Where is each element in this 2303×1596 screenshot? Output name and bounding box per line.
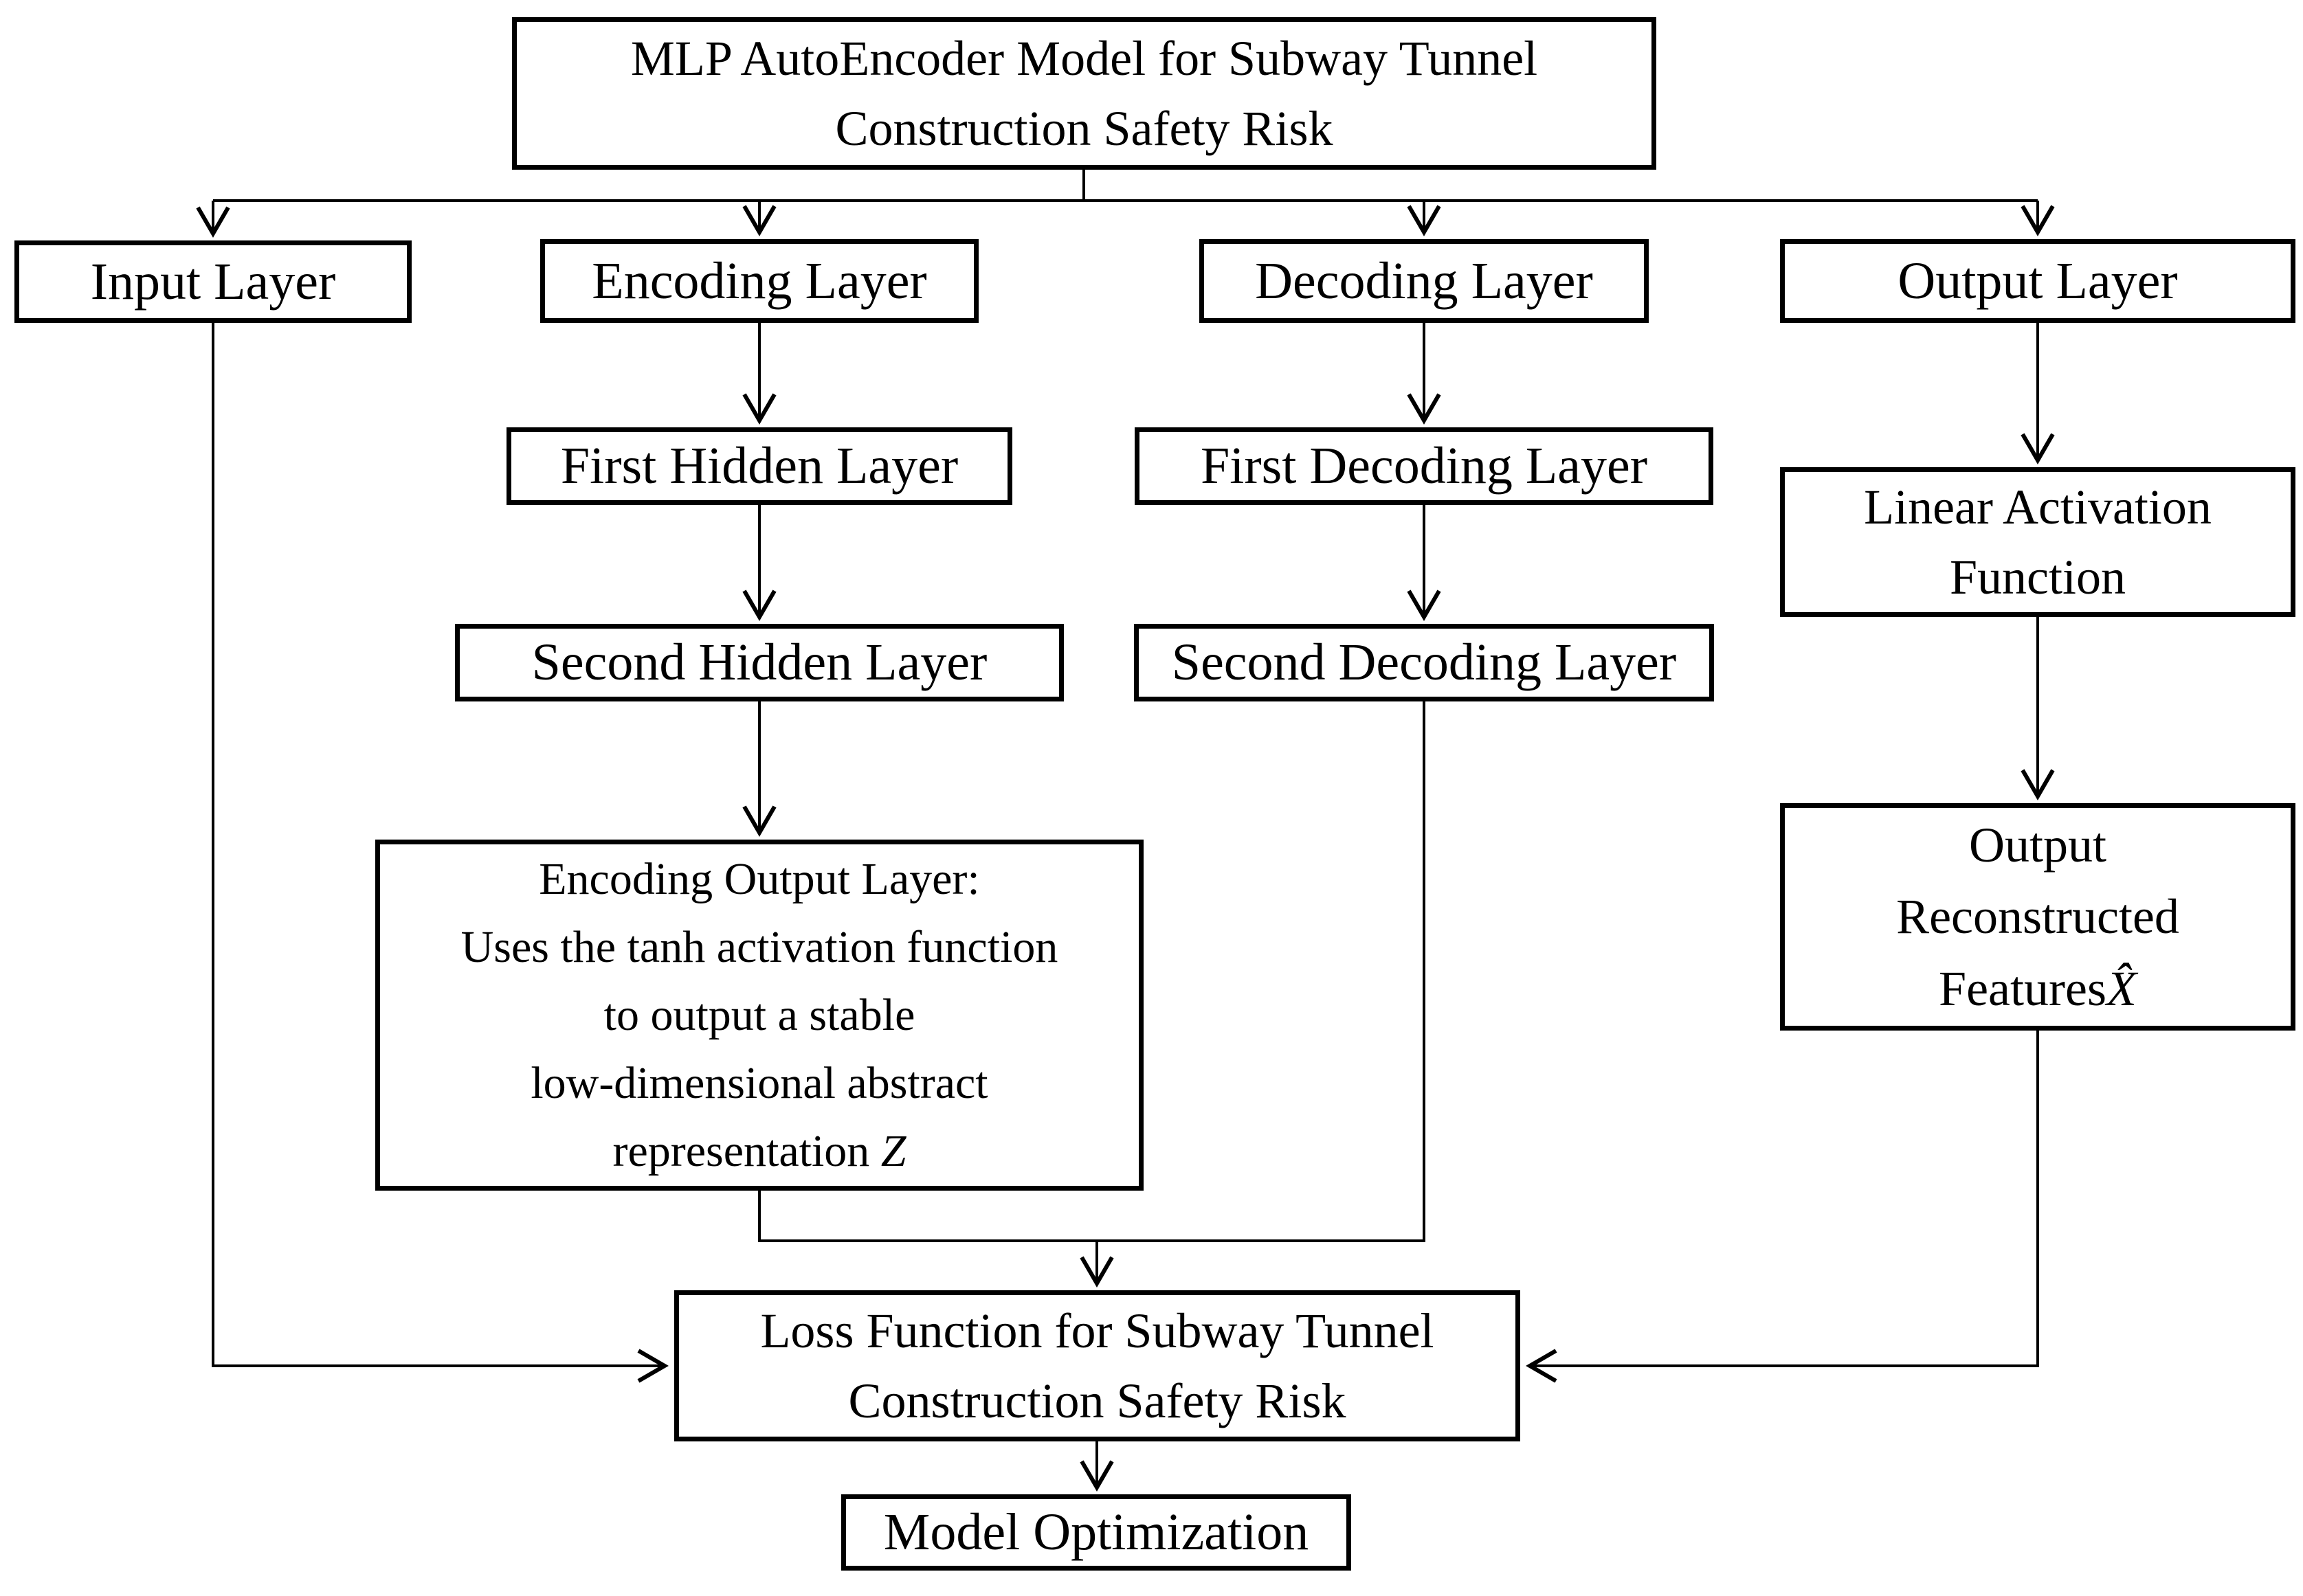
title-line: Construction Safety Risk	[835, 101, 1333, 156]
node-label: First Hidden Layer	[560, 437, 959, 495]
title-line: MLP AutoEncoder Model for Subway Tunnel	[630, 30, 1538, 86]
node-label: Decoding Layer	[1255, 251, 1593, 310]
node-input-layer: Input Layer	[14, 240, 412, 323]
node-label: Second Hidden Layer	[531, 633, 988, 692]
node-label-line: Function	[1949, 550, 2126, 605]
node-model-optimization: Model Optimization	[841, 1494, 1351, 1571]
node-decoding-layer: Decoding Layer	[1199, 239, 1649, 323]
node-label-line: Reconstructed	[1896, 889, 2179, 945]
node-label: Second Decoding Layer	[1171, 633, 1677, 692]
node-label: First Decoding Layer	[1200, 437, 1648, 495]
node-encoding-output-layer: Encoding Output Layer: Uses the tanh act…	[375, 840, 1144, 1191]
node-label-line: Construction Safety Risk	[848, 1373, 1346, 1428]
node-label-line: low-dimensional abstract	[531, 1058, 988, 1108]
node-linear-activation-function: Linear Activation Function	[1780, 467, 2295, 617]
node-first-decoding-layer: First Decoding Layer	[1135, 427, 1713, 505]
node-label: Encoding Layer	[592, 251, 927, 310]
node-label-line: Linear Activation	[1864, 479, 2212, 535]
math-var-z: Z	[880, 1126, 906, 1176]
node-label-line: Encoding Output Layer:	[539, 854, 980, 904]
wire-encoder-decoder-merge	[758, 701, 1425, 1242]
math-var-x-hat: X̂	[2106, 960, 2137, 1016]
node-output-reconstructed-features: Output Reconstructed FeaturesX̂	[1780, 803, 2295, 1031]
node-first-hidden-layer: First Hidden Layer	[507, 427, 1012, 505]
node-second-hidden-layer: Second Hidden Layer	[455, 624, 1064, 701]
node-loss-function: Loss Function for Subway Tunnel Construc…	[674, 1290, 1520, 1441]
node-label-line: representation Z	[612, 1117, 906, 1185]
node-label-line: FeaturesX̂	[1939, 953, 2137, 1024]
node-label-text: representation	[612, 1126, 881, 1176]
node-label-line: Loss Function for Subway Tunnel	[760, 1303, 1434, 1358]
node-label-line: Output	[1968, 817, 2106, 873]
node-label-line: Uses the tanh activation function	[460, 922, 1058, 972]
node-second-decoding-layer: Second Decoding Layer	[1134, 624, 1714, 701]
node-label-line: to output a stable	[603, 990, 915, 1040]
arrow-reconstructed-to-loss	[1526, 1031, 2039, 1383]
node-label: Model Optimization	[883, 1503, 1309, 1562]
arrow-input-layer-to-loss	[212, 323, 669, 1383]
node-label-text: Features	[1939, 960, 2106, 1016]
node-label: Output Layer	[1898, 251, 2178, 310]
node-encoding-layer: Encoding Layer	[540, 239, 979, 323]
title-box: MLP AutoEncoder Model for Subway Tunnel …	[512, 17, 1656, 170]
node-label: Input Layer	[90, 252, 336, 311]
node-output-layer: Output Layer	[1780, 239, 2295, 323]
